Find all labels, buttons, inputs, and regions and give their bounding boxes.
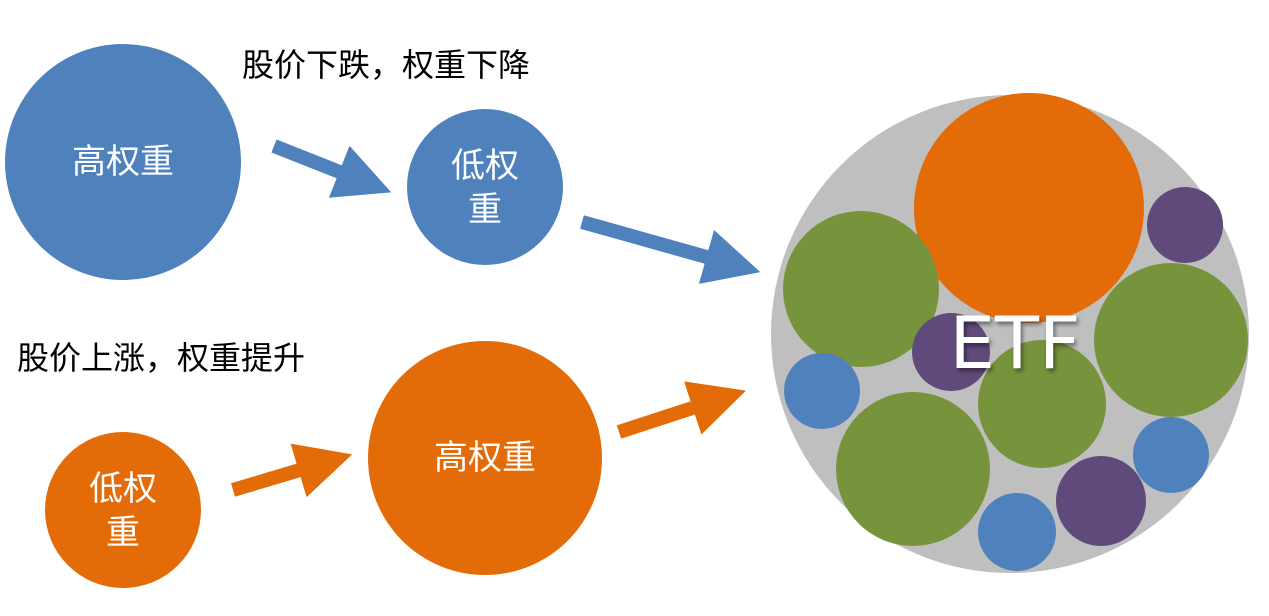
orange-high-weight-circle (368, 341, 602, 575)
blue-high-weight-label: 高权重 (72, 142, 174, 182)
etf-holding-purple (1147, 187, 1223, 263)
etf-holding-green (783, 211, 939, 367)
arrow-orange-2 (616, 381, 746, 439)
orange-low-weight-label-2: 重 (106, 513, 140, 553)
arrow-blue-2 (580, 215, 761, 284)
arrow-orange-1 (230, 443, 353, 498)
caption-price-down: 股价下跌，权重下降 (242, 46, 530, 84)
etf-holding-green (978, 340, 1106, 468)
orange-low-weight-label-1: 低权 (89, 469, 157, 509)
etf-holding-blue (1133, 417, 1209, 493)
blue-low-weight-circle (407, 109, 563, 265)
etf-holding-orange (914, 93, 1144, 323)
orange-high-weight-label: 高权重 (434, 438, 536, 478)
etf-holding-blue (784, 353, 860, 429)
arrow-blue-1 (271, 139, 392, 198)
etf-holding-green (1094, 263, 1248, 417)
blue-low-weight-label-2: 重 (468, 190, 502, 230)
blue-high-weight-circle (5, 44, 241, 280)
etf-holding-purple (912, 313, 990, 391)
orange-low-weight-circle (45, 432, 201, 588)
etf-label: ETF (950, 301, 1081, 385)
caption-price-up: 股价上涨，权重提升 (17, 339, 305, 377)
etf-basket: ETF (771, 93, 1249, 573)
etf-holding-green (836, 392, 990, 546)
etf-holding-blue (978, 493, 1056, 571)
etf-holding-purple (1056, 456, 1146, 546)
blue-low-weight-label-1: 低权 (451, 146, 519, 186)
